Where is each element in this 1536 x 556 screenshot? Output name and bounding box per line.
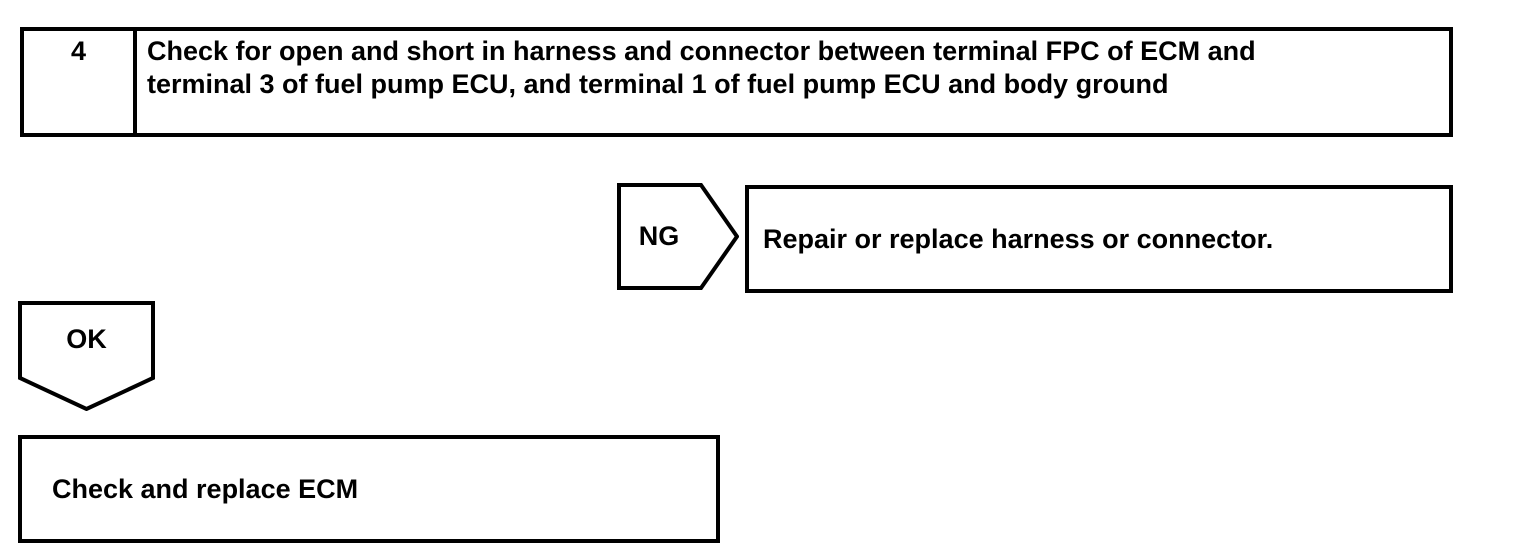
ok-connector: OK (18, 301, 155, 411)
ng-action-text: Repair or replace harness or connector. (763, 223, 1274, 254)
ok-label: OK (66, 324, 107, 354)
ng-connector: NG (617, 183, 739, 290)
step-number: 4 (24, 31, 137, 133)
ng-label: NG (638, 221, 680, 251)
ng-right-arrow-pentagon-icon (617, 183, 739, 290)
ok-down-arrow-pentagon-icon (18, 301, 155, 411)
step-instruction-text: Check for open and short in harness and … (147, 36, 1256, 99)
step-instruction-cell: Check for open and short in harness and … (137, 31, 1449, 133)
ok-action-box: Check and replace ECM (18, 435, 720, 543)
ng-action-box: Repair or replace harness or connector. (745, 185, 1453, 293)
ok-action-text: Check and replace ECM (52, 473, 359, 504)
step-box: 4 Check for open and short in harness an… (20, 27, 1453, 137)
